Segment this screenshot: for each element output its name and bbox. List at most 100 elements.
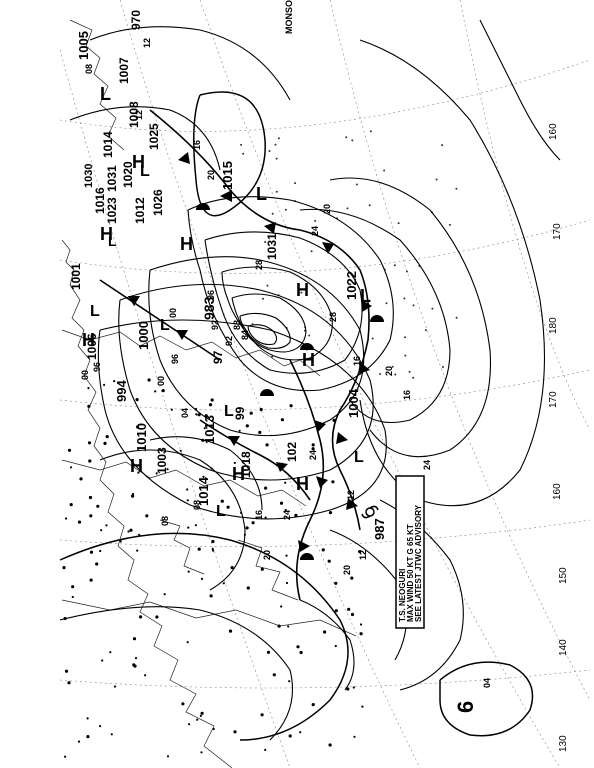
pressure-value-label: 1031 xyxy=(265,233,279,260)
station-dot xyxy=(328,743,332,747)
station-dot xyxy=(105,435,109,439)
station-dot xyxy=(212,549,215,552)
station-dot xyxy=(284,208,287,211)
isobar-value-label: 92 xyxy=(210,320,220,330)
station-dot xyxy=(412,376,415,379)
longitude-label: 160 xyxy=(548,123,559,140)
station-dot xyxy=(119,540,122,543)
isobar-value-label: 24 xyxy=(422,460,432,470)
low-center: L xyxy=(216,503,226,520)
pressure-value-label: 1003 xyxy=(155,447,169,474)
low-center: L xyxy=(224,403,234,420)
station-dot xyxy=(321,548,325,552)
station-dot xyxy=(233,730,237,734)
station-dot xyxy=(393,264,396,267)
pressure-value-label: 1008 xyxy=(127,101,141,128)
station-dot xyxy=(394,373,397,376)
high-center: H xyxy=(130,456,143,476)
station-dot xyxy=(155,615,159,619)
storm-glyph: 6 xyxy=(453,701,478,713)
station-dot xyxy=(334,581,338,585)
low-center: L xyxy=(100,84,111,104)
station-dot xyxy=(226,505,230,509)
station-dot xyxy=(71,595,74,599)
station-dot xyxy=(64,669,69,673)
station-dot xyxy=(359,632,363,636)
pressure-value-label: 1014 xyxy=(196,476,211,506)
isobar-value-label: 08 xyxy=(84,64,94,74)
isobar-value-label: 96 xyxy=(206,290,216,300)
isobar-value-label: 00 xyxy=(80,370,90,380)
low-center: L xyxy=(140,163,150,180)
station-dot xyxy=(272,673,276,677)
station-dot xyxy=(351,139,354,142)
longitude-label: 130 xyxy=(558,735,569,752)
station-dot xyxy=(179,449,182,452)
station-dot xyxy=(240,143,243,146)
high-center: H xyxy=(100,224,113,244)
station-dot xyxy=(431,307,434,310)
station-dot xyxy=(350,576,354,580)
station-dot xyxy=(275,190,278,193)
station-dot xyxy=(288,680,291,683)
station-dot xyxy=(199,714,202,717)
station-dot xyxy=(127,530,130,533)
longitude-label: 170 xyxy=(548,391,559,408)
station-dot xyxy=(279,501,284,505)
pressure-value-label: 1012 xyxy=(133,197,147,224)
station-dot xyxy=(277,624,281,628)
station-dot xyxy=(65,517,68,520)
station-dot xyxy=(334,609,338,613)
station-dot xyxy=(86,735,90,739)
pressure-value-label: 994 xyxy=(114,380,129,402)
station-dot xyxy=(310,250,313,253)
pressure-value-label: 1018 xyxy=(239,451,253,478)
pressure-value-label: 1022 xyxy=(344,271,359,300)
station-dot xyxy=(135,398,139,402)
station-dot xyxy=(455,187,458,190)
isobar-value-label: 16 xyxy=(254,510,264,520)
station-dot xyxy=(383,169,386,172)
isobar-value-label: 20 xyxy=(206,170,216,180)
isobar-value-label: 04 xyxy=(180,408,190,418)
station-dot xyxy=(79,477,83,481)
station-dot xyxy=(69,466,73,469)
station-dot xyxy=(155,472,158,475)
station-dot xyxy=(200,711,204,715)
pressure-value-label: 102 xyxy=(285,442,299,462)
station-dot xyxy=(404,336,406,339)
station-dot xyxy=(200,751,203,754)
pressure-value-label: 1010 xyxy=(134,423,149,452)
station-dot xyxy=(87,441,92,445)
station-dot xyxy=(311,443,315,447)
pressure-value-label: 1026 xyxy=(151,189,165,216)
station-dot xyxy=(220,499,224,503)
longitude-label: 150 xyxy=(558,567,569,584)
station-dot xyxy=(259,407,263,412)
station-dot xyxy=(67,448,72,452)
station-dot xyxy=(408,370,411,373)
pressure-value-label: 1016 xyxy=(93,187,107,214)
pressure-values: 9701005100710081025103110301014101610231… xyxy=(69,10,387,540)
station-dot xyxy=(368,204,371,207)
station-dot xyxy=(186,488,189,491)
station-dot xyxy=(245,526,249,530)
station-dot xyxy=(100,529,103,532)
station-dot xyxy=(132,637,137,641)
station-dot xyxy=(186,641,189,644)
station-dot xyxy=(154,390,157,393)
high-center: H xyxy=(302,350,315,370)
station-dot xyxy=(379,373,382,375)
high-center: H xyxy=(132,152,145,172)
station-dot xyxy=(170,408,173,411)
station-dot xyxy=(271,212,274,215)
station-dot xyxy=(69,503,73,507)
station-dot xyxy=(87,404,91,408)
station-dot xyxy=(251,521,255,525)
station-dot xyxy=(132,663,136,667)
station-dot xyxy=(203,427,206,430)
station-dot xyxy=(109,651,112,654)
station-dot xyxy=(113,380,116,383)
isobar-value-label: 24 xyxy=(282,510,292,520)
station-dot xyxy=(103,383,106,386)
